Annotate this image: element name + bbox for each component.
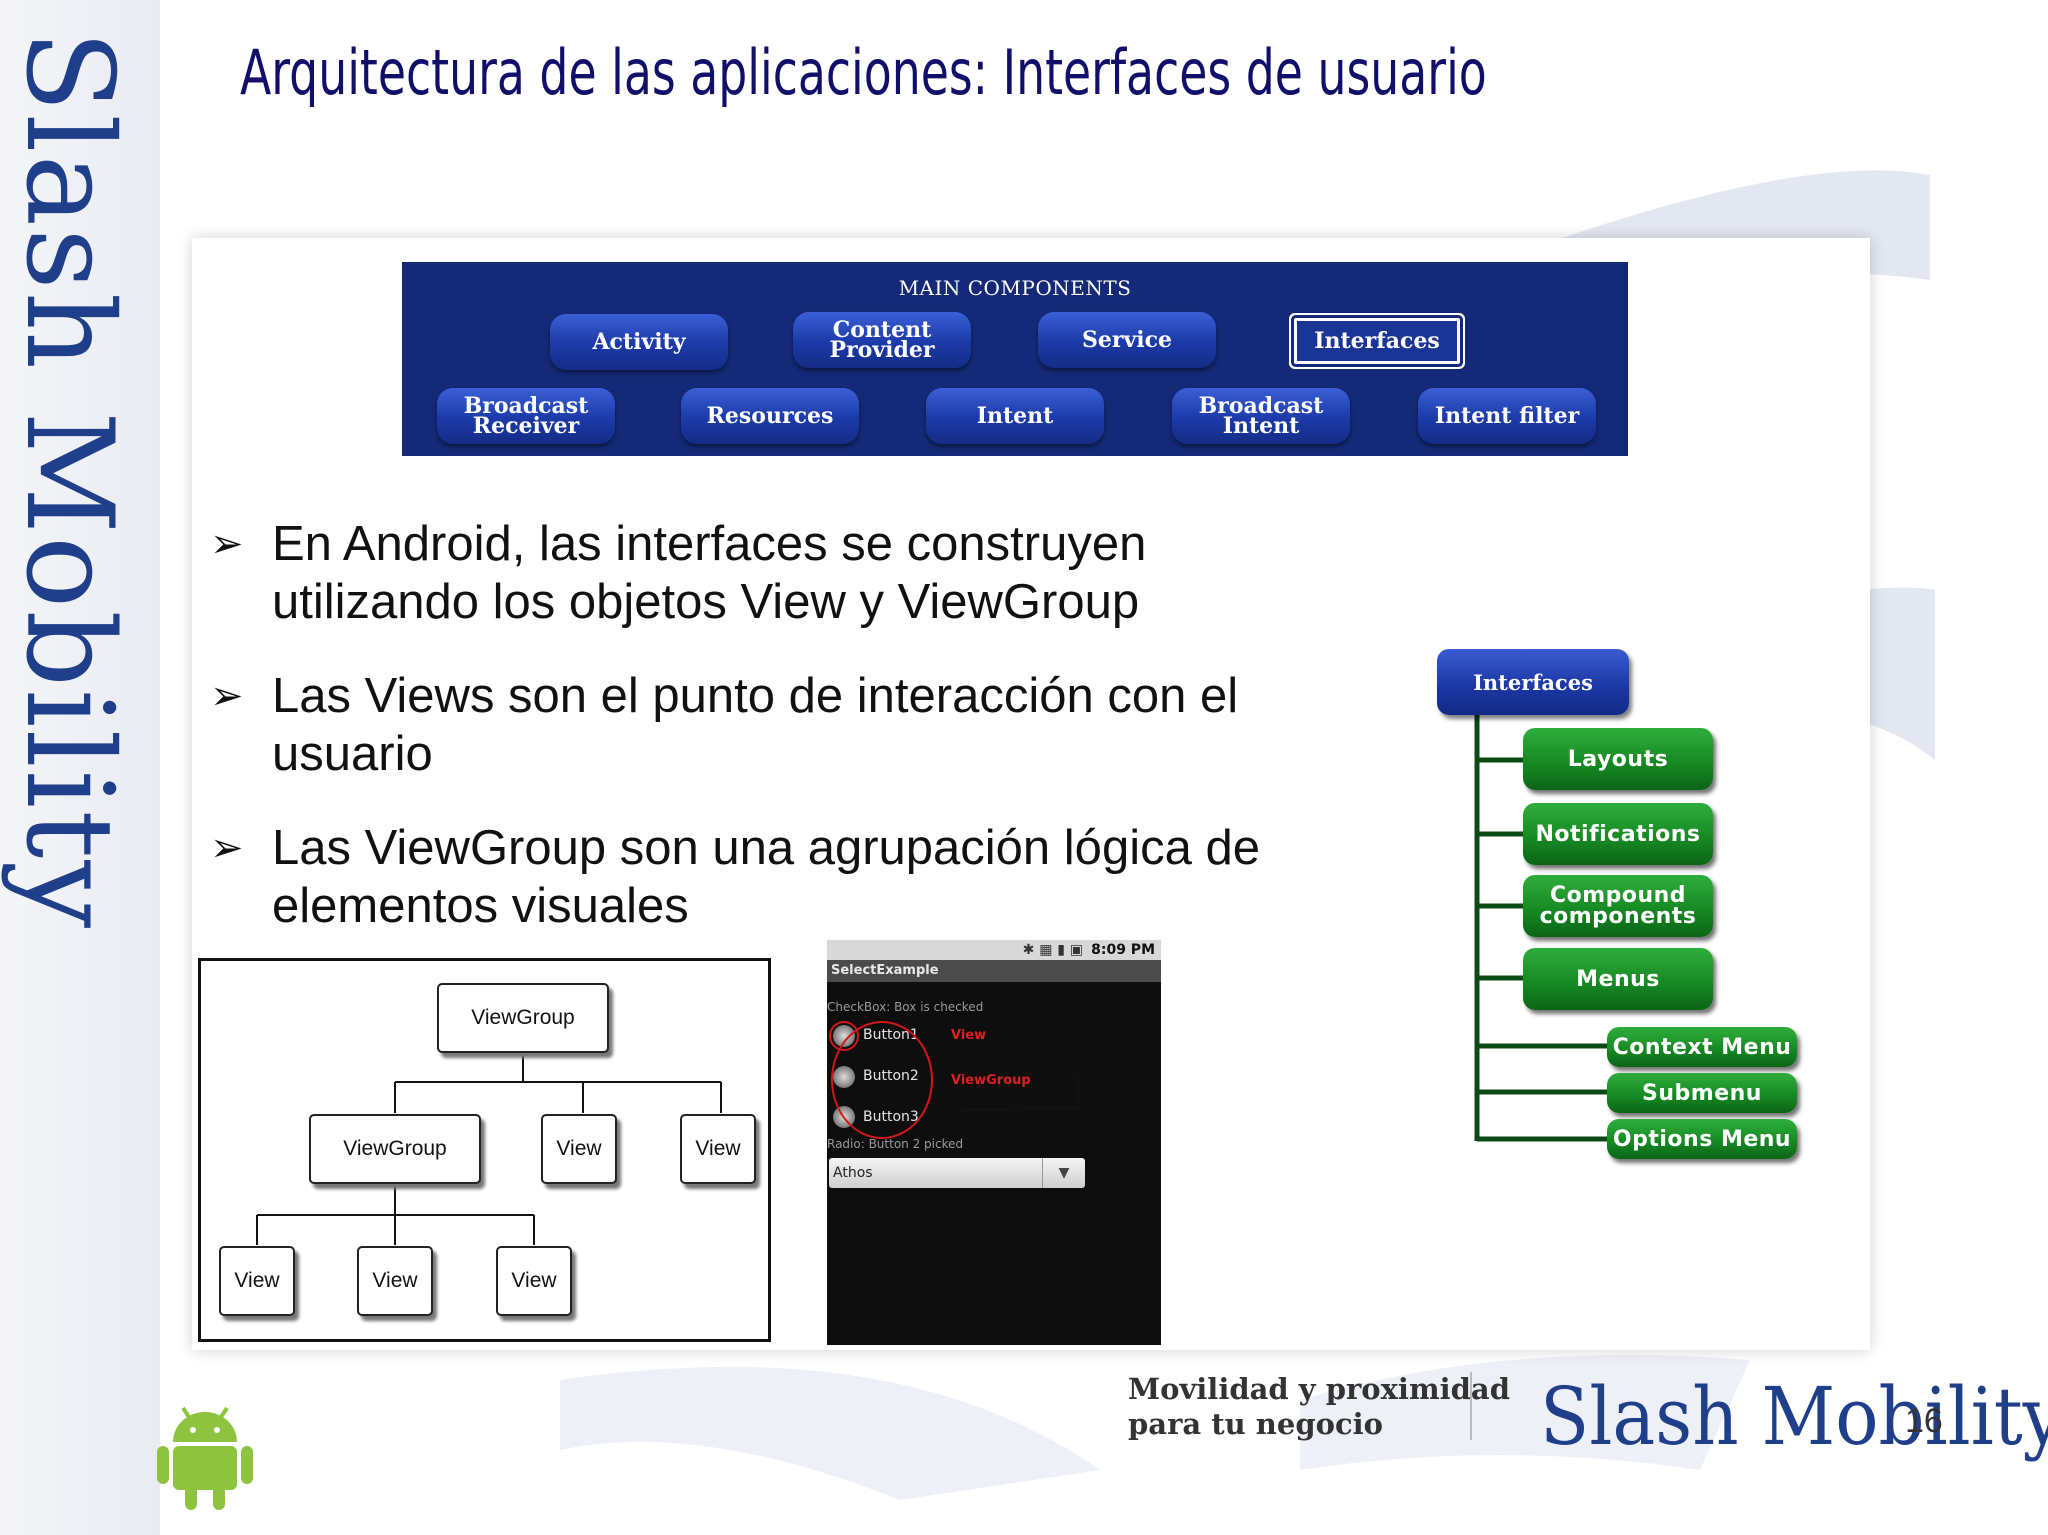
arrow-bullet-icon: ➢ [210,674,244,718]
main-components-panel: MAIN COMPONENTS Activity Content Provide… [402,262,1628,456]
status-time: 8:09 PM [1091,942,1155,958]
app-title-bar: SelectExample [827,960,1161,982]
spinner-select[interactable]: Athos ▼ [829,1158,1085,1188]
radio-label-3: Button3 [863,1109,919,1125]
interfaces-root: Interfaces [1437,649,1629,715]
menu-options-menu: Options Menu [1607,1119,1797,1159]
main-components-heading: MAIN COMPONENTS [898,276,1132,300]
interfaces-compound-components: Compound components [1523,875,1713,937]
tree-connectors [256,1053,722,1245]
footer-divider [1470,1372,1472,1440]
spinner-value: Athos [833,1165,873,1181]
page-number: 16 [1905,1402,1943,1440]
menu-context-menu: Context Menu [1607,1027,1797,1067]
component-broadcast-intent: Broadcast Intent [1172,388,1350,444]
menu-submenu: Submenu [1607,1073,1797,1113]
footer-tagline: Movilidad y proximidad para tu negocio [1128,1372,1510,1442]
view-hierarchy-diagram: ViewGroup ViewGroup View View View View … [198,958,771,1342]
bullet-text: En Android, las interfaces se construyen… [272,517,1147,629]
bullet-item: ➢ En Android, las interfaces se construye… [210,515,1340,631]
android-screenshot: ✱ ▦ ▮ ▣ 8:09 PM SelectExample CheckBox: B… [827,940,1161,1345]
tree-node-view: View [357,1246,433,1316]
annotation-viewgroup-label: ViewGroup [951,1073,1031,1088]
component-intent-filter: Intent filter [1418,388,1596,444]
radio-label-1: Button1 [863,1027,919,1043]
bullet-list: ➢ En Android, las interfaces se construye… [210,515,1340,971]
tree-node-view: View [219,1246,295,1316]
tree-node-viewgroup: ViewGroup [309,1114,481,1184]
bullet-item: ➢ Las ViewGroup son una agrupación lógica… [210,819,1340,935]
annotation-view-label: View [951,1028,987,1043]
android-logo-icon [157,1406,253,1510]
radio-label-2: Button2 [863,1068,919,1084]
side-strip [0,0,160,1535]
component-service: Service [1038,312,1216,368]
tree-node-view: View [541,1114,617,1184]
arrow-bullet-icon: ➢ [210,522,244,566]
component-interfaces-selected: Interfaces [1294,318,1460,364]
checkbox-status: CheckBox: Box is checked [827,1000,984,1014]
footer-brand-logo: Slash Mobility [1540,1370,2048,1463]
arrow-bullet-icon: ➢ [210,826,244,870]
bullet-text: Las Views son el punto de interacción co… [272,669,1239,781]
component-content-provider: Content Provider [793,312,971,368]
tree-node-view: View [680,1114,756,1184]
footer-tagline-line2: para tu negocio [1128,1407,1383,1441]
radio-button-2[interactable] [833,1066,855,1088]
component-intent: Intent [926,388,1104,444]
bullet-item: ➢ Las Views son el punto de interacción c… [210,667,1340,783]
interfaces-menus: Menus [1523,948,1713,1010]
interfaces-notifications: Notifications [1523,803,1713,865]
radio-status: Radio: Button 2 picked [827,1137,964,1151]
tree-node-view: View [496,1246,572,1316]
status-bar: ✱ ▦ ▮ ▣ 8:09 PM [827,940,1161,960]
footer-tagline-line1: Movilidad y proximidad [1128,1372,1510,1406]
component-activity: Activity [550,314,728,370]
component-resources: Resources [681,388,859,444]
radio-button-1[interactable] [833,1025,855,1047]
component-broadcast-receiver: Broadcast Receiver [437,388,615,444]
slide-title: Arquitectura de las aplicaciones: Interf… [240,36,1487,109]
interfaces-layouts: Layouts [1523,728,1713,790]
annotation-marks [829,1021,1081,1139]
tree-node-root: ViewGroup [437,983,609,1053]
bullet-text: Las ViewGroup son una agrupación lógica … [272,821,1260,933]
status-icons: ✱ ▦ ▮ ▣ [1022,942,1084,958]
chevron-down-icon: ▼ [1042,1158,1085,1188]
